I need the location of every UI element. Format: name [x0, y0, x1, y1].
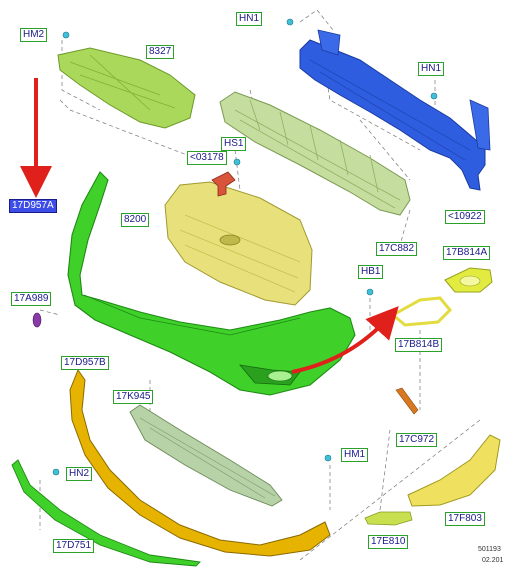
callout-8200: 8200	[121, 213, 150, 227]
energy-absorber-17c882	[219, 91, 411, 216]
callout-hn1-top: HN1	[236, 12, 263, 26]
callout-8327: 8327	[146, 45, 175, 59]
emblem-bracket-03178	[211, 171, 236, 197]
callout-03178: <03178	[187, 151, 227, 165]
lip-spoiler-17d751	[11, 459, 201, 567]
bracket-17a989	[32, 312, 42, 328]
callout-17d957b: 17D957B	[61, 356, 109, 370]
callout-hm2: HM2	[20, 28, 48, 42]
trim-17e810	[364, 511, 413, 526]
callout-10922: <10922	[445, 210, 485, 224]
leader-lines	[39, 9, 481, 561]
callout-17d751: 17D751	[53, 539, 95, 553]
callout-17a989: 17A989	[11, 292, 52, 306]
callout-17c882: 17C882	[376, 242, 418, 256]
callout-hm1: HM1	[341, 448, 369, 462]
callout-hs1: HS1	[221, 137, 247, 151]
bumper-cover-17d957a	[67, 171, 356, 396]
trim-17f803	[407, 434, 501, 507]
fog-bezel-17b814a	[444, 267, 493, 293]
red-arrows	[20, 78, 399, 374]
impact-absorber-10922	[299, 29, 491, 191]
callout-hb1: HB1	[358, 265, 384, 279]
diagram-code: 501193	[478, 546, 501, 553]
callout-17k945: 17K945	[113, 390, 154, 404]
callout-17e810: 17E810	[368, 535, 409, 549]
lower-grille-17k945	[129, 404, 283, 507]
callout-17f803: 17F803	[445, 512, 485, 526]
grille-8200	[164, 181, 313, 306]
callout-17d957a: 17D957A	[9, 199, 57, 213]
lower-cover-17d957b	[69, 368, 331, 557]
callout-hn2: HN2	[66, 467, 93, 481]
fasteners	[52, 18, 438, 476]
bracket-17c972	[395, 387, 419, 415]
callout-hn1-right: HN1	[418, 62, 445, 76]
fog-bezel-17b814b	[390, 296, 453, 327]
upper-deflector-8327	[57, 47, 196, 129]
callout-17b814b: 17B814B	[395, 338, 443, 352]
callout-17b814a: 17B814A	[443, 246, 491, 260]
callout-17c972: 17C972	[396, 433, 438, 447]
diagram-date: 02.201	[482, 557, 504, 564]
